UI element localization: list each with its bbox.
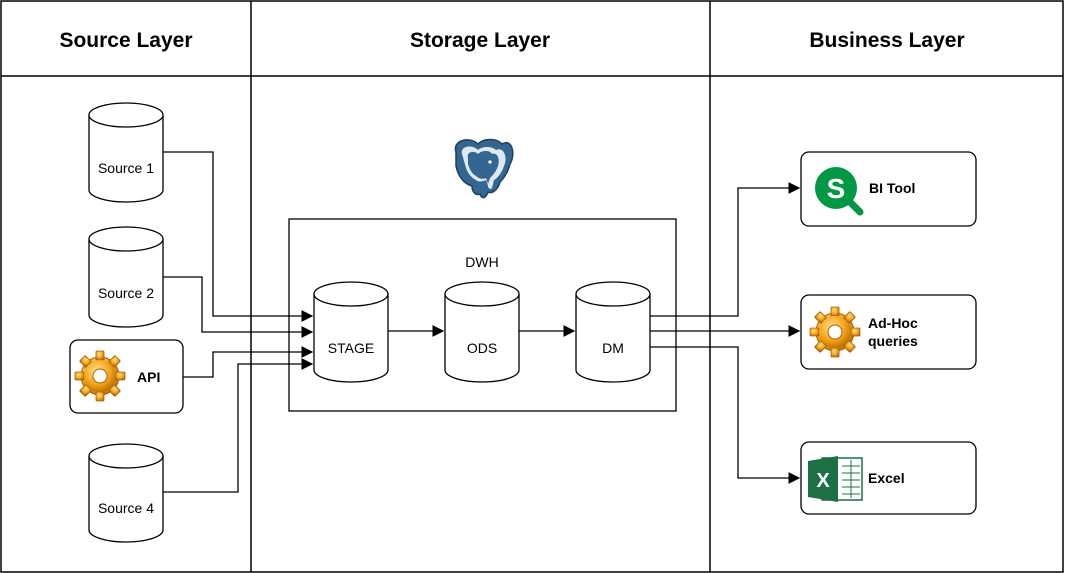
api-box[interactable]: API — [69, 339, 184, 414]
stage-label: STAGE — [328, 340, 374, 356]
postgresql-elephant-icon — [454, 138, 514, 199]
source-1-label: Source 1 — [98, 160, 154, 176]
qlik-sense-icon: S — [815, 167, 864, 216]
bi-tool-box[interactable]: S BI Tool — [800, 151, 977, 227]
api-label: API — [137, 369, 160, 385]
business-layer-header: Business Layer — [809, 29, 964, 52]
edge-api-stage — [183, 346, 314, 378]
edge-dm-bitool — [650, 182, 801, 317]
stage-cylinder[interactable]: STAGE — [313, 281, 389, 383]
excel-icon: X — [808, 456, 863, 502]
source-1-cylinder[interactable]: Source 1 — [88, 102, 164, 203]
source-4-label: Source 4 — [98, 500, 154, 516]
svg-text:X: X — [816, 470, 830, 492]
dm-label: DM — [602, 340, 624, 356]
edge-source1-stage — [163, 151, 314, 322]
bi-tool-label: BI Tool — [869, 180, 915, 196]
ods-cylinder[interactable]: ODS — [444, 281, 520, 383]
svg-text:S: S — [827, 173, 846, 204]
dwh-label: DWH — [465, 254, 498, 270]
edge-source2-stage — [163, 276, 314, 338]
ods-label: ODS — [467, 340, 497, 356]
source-2-cylinder[interactable]: Source 2 — [88, 226, 164, 328]
excel-box[interactable]: X Excel — [800, 441, 977, 515]
adhoc-label-line2: queries — [868, 333, 918, 349]
source-4-cylinder[interactable]: Source 4 — [88, 443, 164, 543]
adhoc-label-line1: Ad-Hoc — [868, 315, 918, 331]
storage-layer-header: Storage Layer — [410, 29, 550, 52]
edge-source4-stage — [163, 358, 314, 493]
adhoc-queries-box[interactable]: Ad-Hoc queries — [800, 294, 977, 370]
gear-icon — [74, 350, 126, 402]
source-layer-header: Source Layer — [59, 29, 192, 52]
dm-cylinder[interactable]: DM — [575, 281, 651, 383]
source-2-label: Source 2 — [98, 285, 154, 301]
excel-label: Excel — [868, 470, 905, 486]
edge-dm-excel — [650, 346, 801, 484]
gear-icon — [809, 306, 861, 358]
